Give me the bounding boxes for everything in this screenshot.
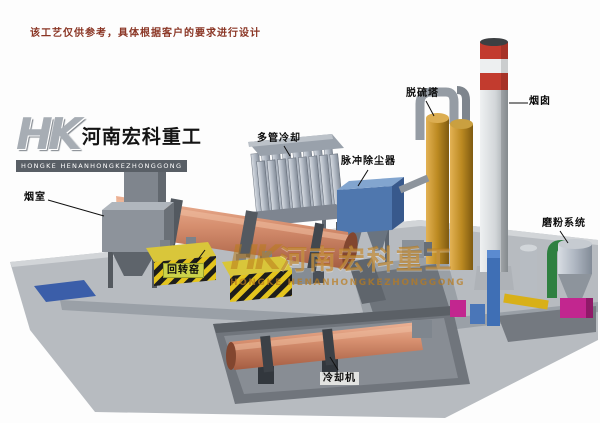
mill-unit xyxy=(560,298,586,318)
logo-monogram: HK xyxy=(16,109,82,160)
leader-dust-collector xyxy=(357,169,369,187)
leader-lines xyxy=(47,100,569,371)
logo-name-cn: 河南宏科重工 xyxy=(81,125,202,148)
label-smoke-chamber: 烟室 xyxy=(24,192,46,203)
label-multi-tube-cooler: 多管冷却 xyxy=(257,133,301,144)
label-desulfurization-tower: 脱硫塔 xyxy=(406,88,439,99)
leader-cooling-machine xyxy=(329,356,339,371)
cooler-tubes xyxy=(250,146,344,224)
leader-multi-tube-cooler xyxy=(283,145,291,157)
kiln-support-station-2 xyxy=(222,251,324,302)
label-grinding-system: 磨粉系统 xyxy=(542,218,586,229)
label-chimney: 烟囱 xyxy=(529,96,551,107)
desulfurization-towers xyxy=(415,86,473,270)
logo-name-en: HONGKE HENANHONGKEZHONGGONG xyxy=(16,160,188,172)
chimney xyxy=(474,38,514,290)
label-cooling-machine: 冷却机 xyxy=(320,372,359,385)
grinding-system xyxy=(450,239,596,342)
leader-rotary-kiln xyxy=(195,249,206,263)
fan-unit xyxy=(402,240,432,258)
label-rotary-kiln: 回转窑 xyxy=(163,263,204,278)
kiln-drive-unit xyxy=(292,268,314,284)
cyclone-cone xyxy=(558,274,592,306)
kiln-discharge-chute xyxy=(348,258,386,304)
leader-smoke-chamber xyxy=(47,199,105,217)
kiln-tyre-2 xyxy=(238,210,258,258)
label-pulse-dust-collector: 脉冲除尘器 xyxy=(341,156,396,167)
bucket-elevator xyxy=(487,258,500,326)
leader-grinding xyxy=(559,230,569,244)
disclaimer-text: 该工艺仅供参考，具体根据客户的要求进行设计 xyxy=(30,28,261,39)
company-logo: HK 河南宏科重工 HONGKE HENANHONGKEZHONGGONG xyxy=(16,112,216,172)
yellow-pipe xyxy=(503,293,549,310)
cooling-machine xyxy=(226,320,432,384)
blue-plate xyxy=(34,280,96,302)
leader-desulfurization xyxy=(425,100,435,117)
kiln-girth-gear xyxy=(306,222,325,272)
